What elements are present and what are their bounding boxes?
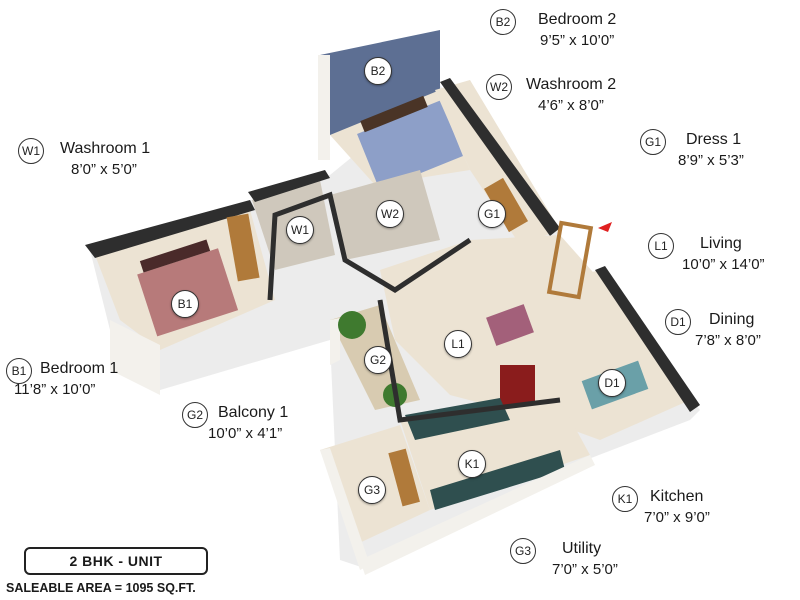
legend-name: Washroom 1: [60, 140, 151, 157]
plan-tag-b1: B1: [171, 290, 199, 318]
legend-code: W2: [486, 74, 512, 100]
saleable-area: SALEABLE AREA = 1095 SQ.FT.: [6, 581, 196, 595]
bedroom-1-back-wall: [85, 200, 255, 258]
legend-dims: 9’5” x 10’0”: [540, 32, 615, 49]
bedroom-2-bed: [357, 100, 463, 190]
legend-code: G2: [182, 402, 208, 428]
plan-tag-g2: G2: [364, 346, 392, 374]
bedroom-2-headboard: [360, 95, 428, 133]
bedroom-2-left-wall: [318, 55, 330, 160]
legend-name: Kitchen: [650, 488, 704, 505]
legend-name: Balcony 1: [218, 404, 289, 421]
plan-tag-l1: L1: [444, 330, 472, 358]
interior-walls: [267, 191, 472, 301]
legend-name: Bedroom 1: [40, 360, 119, 377]
interior-walls: [377, 299, 561, 423]
plan-tag-w2: W2: [376, 200, 404, 228]
living-sofa: [486, 304, 534, 346]
balcony-plant: [338, 311, 366, 339]
legend-dims: 4’6” x 8’0”: [538, 97, 604, 114]
dining-right-wall: [595, 266, 700, 412]
bedroom-1-headboard: [139, 239, 211, 273]
legend-code: L1: [648, 233, 674, 259]
legend-name: Washroom 2: [526, 76, 617, 93]
entry-door: [546, 220, 594, 300]
dining-floor: [545, 270, 690, 440]
plan-tag-w1: W1: [286, 216, 314, 244]
legend-dims: 7’0” x 9’0”: [644, 509, 710, 526]
dress-wardrobe: [483, 177, 529, 233]
legend-code: G1: [640, 129, 666, 155]
legend-name: Dress 1: [686, 131, 742, 148]
bedroom-1-wardrobe: [226, 213, 260, 282]
plan-tag-b2: B2: [364, 57, 392, 85]
legend-dims: 10’0” x 14’0”: [682, 256, 765, 273]
plan-tag-k1: K1: [458, 450, 486, 478]
dress-wall: [440, 78, 560, 236]
legend-code: K1: [612, 486, 638, 512]
legend-code: G3: [510, 538, 536, 564]
legend-code: B1: [6, 358, 32, 384]
legend-dims: 8’9” x 5’3”: [678, 152, 744, 169]
legend-dims: 10’0” x 4’1”: [208, 425, 283, 442]
unit-type-label: 2 BHK - UNIT: [24, 547, 208, 575]
bedroom-1-front-wall: [110, 320, 160, 395]
legend-code: W1: [18, 138, 44, 164]
legend-name: Living: [700, 235, 742, 252]
legend-dims: 11’8” x 10’0”: [14, 381, 96, 398]
legend-dims: 7’0” x 5’0”: [552, 561, 618, 578]
legend-dims: 7’8” x 8’0”: [695, 332, 761, 349]
legend-name: Bedroom 2: [538, 11, 617, 28]
entry-arrow: [598, 222, 612, 232]
legend-dims: 8’0” x 5’0”: [71, 161, 137, 178]
legend-name: Dining: [709, 311, 755, 328]
plan-tag-g3: G3: [358, 476, 386, 504]
legend-name: Utility: [562, 540, 602, 557]
utility-door: [388, 448, 420, 507]
legend-code: B2: [490, 9, 516, 35]
plan-tag-g1: G1: [478, 200, 506, 228]
washroom-wall: [248, 170, 330, 202]
balcony-wall: [330, 318, 340, 365]
legend-code: D1: [665, 309, 691, 335]
kitchen-counter: [430, 450, 565, 510]
utility-front-wall: [320, 448, 370, 570]
plan-tag-d1: D1: [598, 369, 626, 397]
kitchen-bottom-wall: [360, 455, 595, 575]
